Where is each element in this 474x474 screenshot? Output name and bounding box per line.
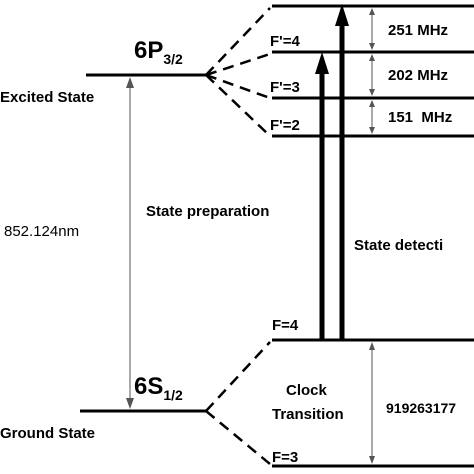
- excited-term-symbol: 6P3/2: [134, 37, 183, 67]
- splitting-151: 151 MHz: [388, 109, 452, 126]
- sublevel-f3-prime: F'=3: [270, 79, 300, 96]
- sublevel-f2-prime: F'=2: [270, 117, 300, 134]
- clock-label-line2: Transition: [272, 406, 344, 423]
- clock-label-line1: Clock: [286, 382, 328, 399]
- ground-term-symbol: 6S1/2: [134, 373, 183, 403]
- state-detection-arrow: [335, 4, 349, 340]
- ground-state-label: Ground State: [0, 425, 95, 442]
- splitting-202: 202 MHz: [388, 67, 448, 84]
- clock-frequency: 919263177: [386, 400, 456, 416]
- splitting-251: 251 MHz: [388, 22, 448, 39]
- sublevel-f4: F=4: [272, 317, 299, 334]
- state-preparation-label: State preparation: [146, 203, 269, 220]
- optical-transition-arrow: [126, 77, 134, 409]
- wavelength-label: 852.124nm: [4, 223, 79, 240]
- splitting-arrows: [369, 8, 375, 134]
- clock-transition-arrow: [369, 342, 375, 464]
- sublevel-f4-prime: F'=4: [270, 33, 300, 50]
- excited-state-label: Excited State: [0, 89, 94, 106]
- state-detection-label: State detecti: [354, 237, 443, 254]
- excited-fan-lines: [205, 7, 271, 137]
- ground-fan-lines: [205, 341, 271, 465]
- sublevel-f3: F=3: [272, 449, 298, 466]
- state-preparation-arrow: [315, 52, 329, 340]
